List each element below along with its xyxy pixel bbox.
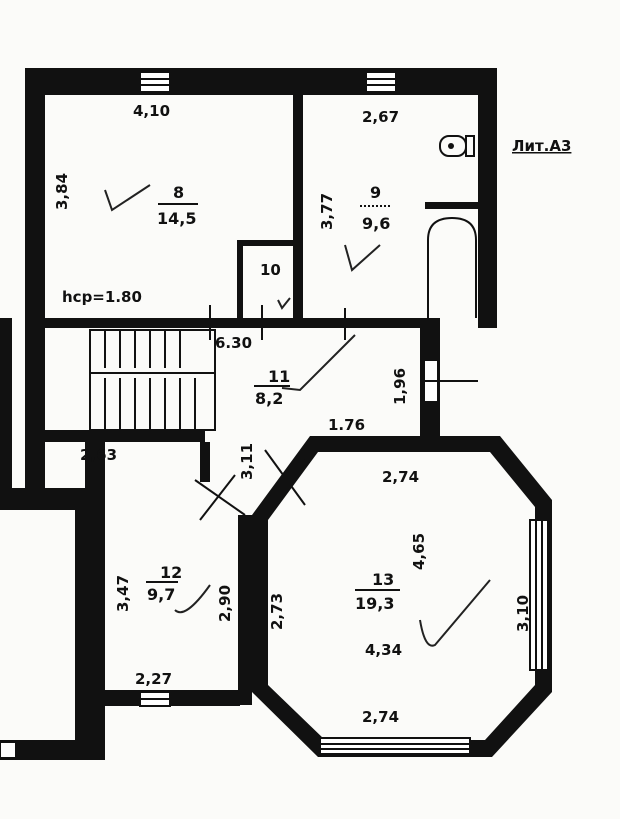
title-label: Лит.А3 <box>512 137 571 155</box>
room-11-area: 8,2 <box>255 389 283 408</box>
dim-diag: 3,11 <box>238 443 256 480</box>
doors <box>194 305 360 521</box>
dim-r12-top: 2,63 <box>80 446 117 464</box>
window <box>319 737 471 755</box>
dim-r9-top: 2,67 <box>362 108 399 126</box>
room-12-area: 9,7 <box>147 585 175 604</box>
room-13-number: 13 <box>372 570 394 589</box>
dim-r13-bottom: 2,74 <box>362 708 399 726</box>
window <box>365 71 397 93</box>
dim-r13-left: 2,73 <box>268 593 286 630</box>
height-note: hср=1.80 <box>62 288 142 306</box>
dim-corridor-len: 6.30 <box>215 334 252 352</box>
room-8-area: 14,5 <box>157 209 196 228</box>
bathtub-icon <box>425 202 478 318</box>
room-12-number: 12 <box>160 563 182 582</box>
dim-r13-top: 2,74 <box>382 468 419 486</box>
room-10-number: 10 <box>260 261 281 279</box>
window <box>139 71 171 93</box>
dim-r13-mid: 4,34 <box>365 641 402 659</box>
check-marks <box>104 184 491 647</box>
room-11-number: 11 <box>268 367 290 386</box>
dim-corridor-right: 1,96 <box>391 368 409 405</box>
dim-r13-right: 3,10 <box>514 595 532 632</box>
toilet-icon <box>439 135 475 157</box>
dim-corridor-bottom: 1.76 <box>328 416 365 434</box>
windows <box>0 71 549 759</box>
dim-r12-bottom: 2,27 <box>135 670 172 688</box>
window <box>529 519 549 671</box>
walls <box>0 68 552 760</box>
staircase[interactable] <box>89 329 216 431</box>
dim-r13-diag: 4,65 <box>410 533 428 570</box>
room-9-area: 9,6 <box>362 214 390 233</box>
room-9-number: 9 <box>370 183 381 202</box>
room-13-area: 19,3 <box>355 594 394 613</box>
dim-r9-left: 3,77 <box>318 193 336 230</box>
room-8-number: 8 <box>173 183 184 202</box>
dim-r8-top: 4,10 <box>133 102 170 120</box>
dim-r8-left: 3,84 <box>53 173 71 210</box>
window <box>0 741 17 759</box>
dim-r12-right: 2,90 <box>216 585 234 622</box>
dim-r12-left: 3,47 <box>114 575 132 612</box>
